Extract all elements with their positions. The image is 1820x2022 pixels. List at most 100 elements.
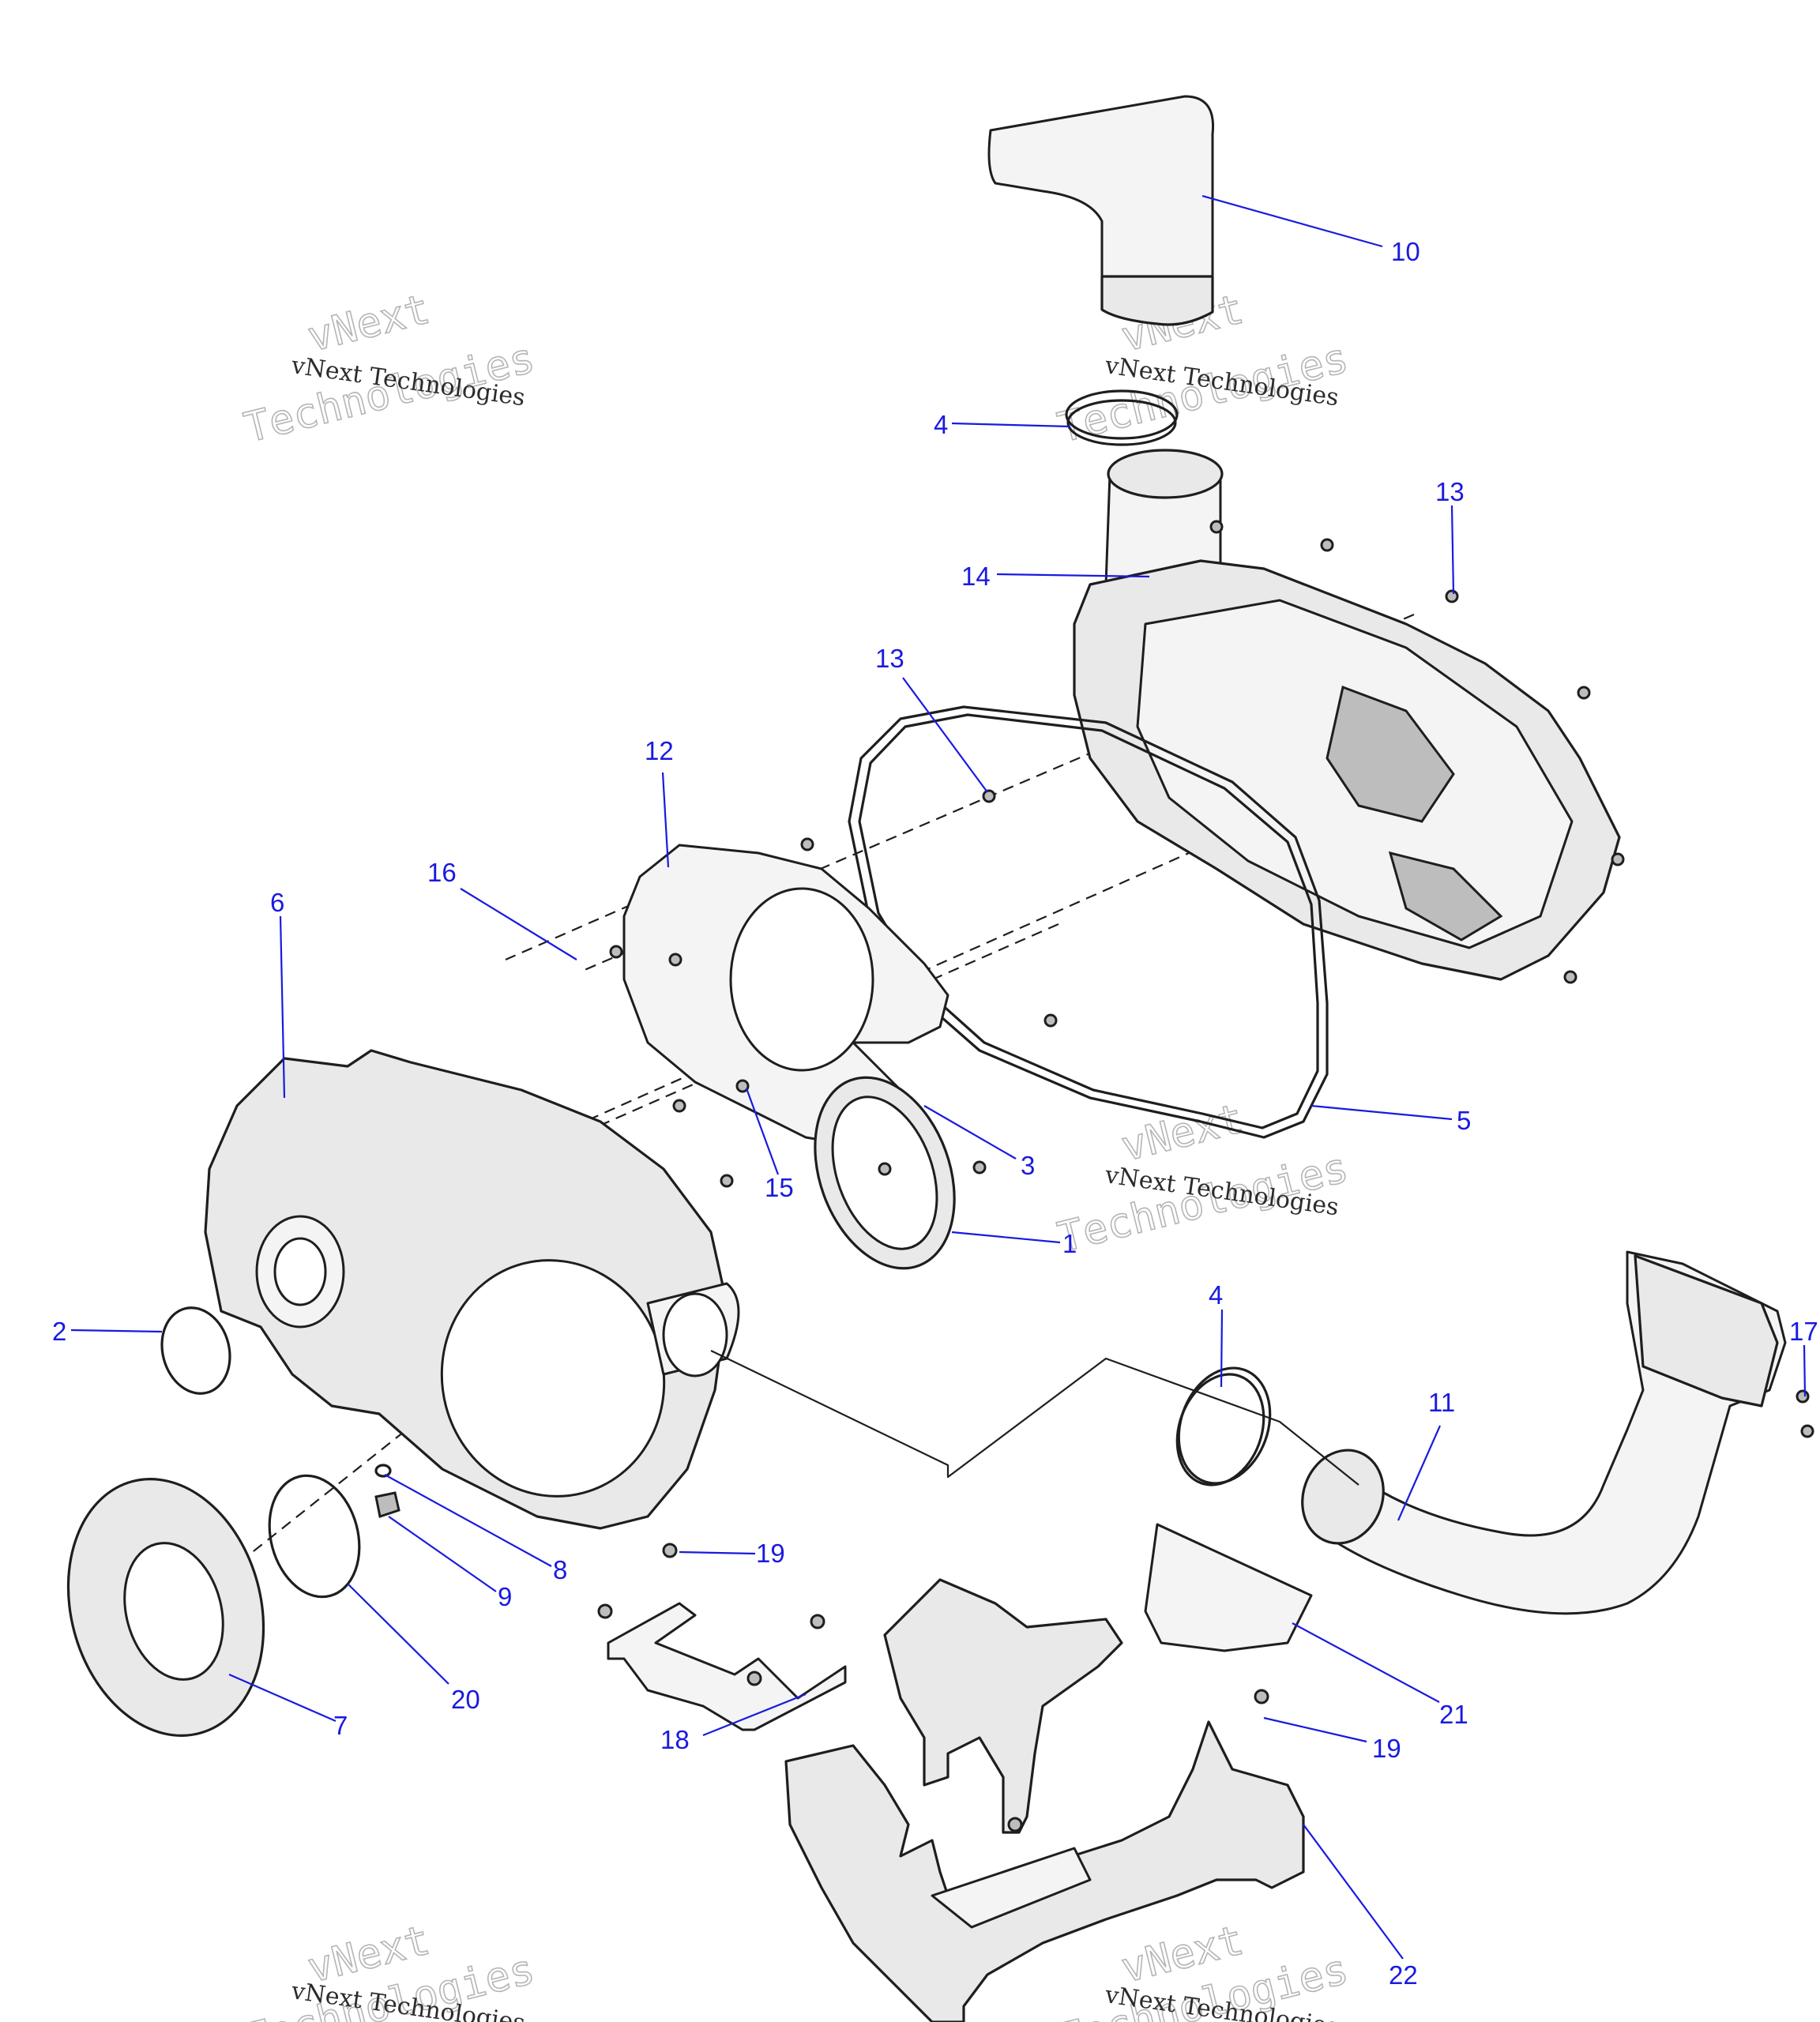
part-seal-gasket-inner-edge	[858, 713, 1319, 1129]
part-air-guide	[622, 844, 949, 1147]
screw-13	[1209, 520, 1224, 534]
leader-4-upper	[951, 422, 1071, 428]
leader-9	[388, 1516, 497, 1592]
callout-14: 14	[961, 562, 991, 591]
leader-1	[951, 1231, 1061, 1244]
part-exhaust-hose	[1301, 1250, 1787, 1615]
leader-14	[996, 573, 1150, 578]
part-outer-cover	[1073, 449, 1621, 981]
inner-cover-boss-hole	[273, 1237, 327, 1306]
part-bracket	[607, 1602, 847, 1731]
outer-cover-fan-blade	[1388, 851, 1503, 941]
exhaust-hose-inlet	[1301, 1449, 1385, 1545]
part-washer	[374, 1464, 392, 1478]
leader-21	[1292, 1622, 1440, 1703]
callout-22: 22	[1389, 1960, 1418, 1990]
outer-cover-inlet-opening	[1107, 449, 1224, 499]
screw-13	[1043, 1013, 1058, 1028]
leader-7	[228, 1673, 337, 1723]
leader-6	[279, 915, 286, 1099]
exhaust-hose-outlet-head	[1634, 1254, 1779, 1408]
callout-5: 5	[1457, 1106, 1471, 1135]
callout-13-upper: 13	[1435, 477, 1465, 506]
leader-16	[460, 888, 577, 960]
callout-16: 16	[427, 858, 457, 887]
screw-18	[810, 1614, 825, 1629]
screw-17	[1800, 1424, 1814, 1438]
leader-5	[1310, 1104, 1453, 1121]
screw-3	[878, 1162, 892, 1176]
callout-7: 7	[333, 1711, 348, 1740]
watermark-mid-right: vNext Technologies vNext Technologies	[1053, 1095, 1354, 1263]
part-o-ring	[160, 1306, 231, 1395]
watermark-bottom-right: vNext Technologies vNext Technologies	[1053, 1916, 1354, 2022]
intake-duct-collar	[1100, 275, 1214, 326]
part-intake-duct	[987, 95, 1215, 326]
skid-guard-face	[931, 1847, 1092, 1929]
leader-13-mid	[902, 677, 988, 793]
callout-17: 17	[1789, 1317, 1818, 1346]
leader-13-upper	[1450, 505, 1455, 595]
callout-2: 2	[52, 1317, 66, 1346]
clamp-upper-band-inner	[1066, 399, 1177, 446]
callout-19-upper: 19	[756, 1539, 785, 1568]
leader-19-upper	[679, 1550, 756, 1555]
callout-4-lower: 4	[1209, 1280, 1223, 1310]
callout-labels: 10 4 13 14 13 12 16 6 5 3 15 1 4 17 2 11…	[52, 237, 1818, 1990]
leader-15	[745, 1088, 780, 1175]
screw-15	[672, 1099, 686, 1113]
callout-3: 3	[1021, 1151, 1035, 1180]
clamp-upper-band	[1065, 389, 1179, 440]
leader-12	[661, 772, 670, 868]
callout-11: 11	[1428, 1388, 1455, 1417]
fastener-group	[597, 520, 1814, 1832]
leader-18	[702, 1693, 807, 1737]
part-skid-guard	[784, 1720, 1305, 2022]
watermark-outline-line1: vNext	[303, 286, 434, 362]
screw-18	[746, 1671, 762, 1686]
leader-20	[347, 1583, 449, 1685]
clamp-lower-band	[1177, 1366, 1272, 1485]
screw-13	[1577, 686, 1591, 700]
callout-19-lower: 19	[1372, 1734, 1401, 1763]
screw-15	[668, 953, 682, 967]
callout-10: 10	[1391, 237, 1420, 266]
leader-22	[1303, 1824, 1404, 1960]
leader-11	[1397, 1425, 1442, 1521]
screw-13	[1611, 852, 1625, 866]
callout-12: 12	[645, 736, 674, 765]
leader-8	[384, 1474, 552, 1567]
screw-15	[720, 1174, 734, 1188]
leader-19-lower	[1263, 1716, 1367, 1743]
part-clamp-lower	[1175, 1366, 1272, 1486]
drive-cover-center-hole	[123, 1542, 224, 1681]
callout-1: 1	[1062, 1229, 1077, 1258]
part-mounting-bracket	[883, 1578, 1123, 1834]
callout-13-mid: 13	[875, 644, 904, 673]
screw-16	[609, 945, 623, 959]
callout-15: 15	[765, 1173, 794, 1202]
axis-line-middle	[442, 804, 1296, 1186]
watermark-top-left: vNext Technologies vNext Technologies	[239, 285, 540, 453]
leader-4-lower	[1220, 1309, 1224, 1388]
part-heat-shield	[1144, 1523, 1313, 1652]
callout-8: 8	[553, 1555, 567, 1584]
screw-13	[1320, 538, 1334, 552]
callout-20: 20	[451, 1685, 480, 1714]
leader-2	[70, 1329, 163, 1333]
leader-3	[923, 1105, 1017, 1159]
screw-17	[1796, 1389, 1810, 1404]
screw-3	[972, 1160, 987, 1174]
air-guide-opening	[729, 887, 874, 1072]
callout-4-upper: 4	[934, 410, 948, 439]
part-snap-ring	[268, 1474, 361, 1599]
clamp-lower-band-inner	[1175, 1373, 1265, 1486]
outer-cover-fan-blade	[1326, 685, 1455, 823]
screw-13	[800, 837, 814, 851]
part-inner-cover	[204, 1049, 740, 1530]
part-drain-plug	[374, 1491, 400, 1518]
routing-line	[710, 1350, 1359, 1486]
leader-10	[1201, 194, 1383, 248]
callout-21: 21	[1439, 1700, 1468, 1729]
